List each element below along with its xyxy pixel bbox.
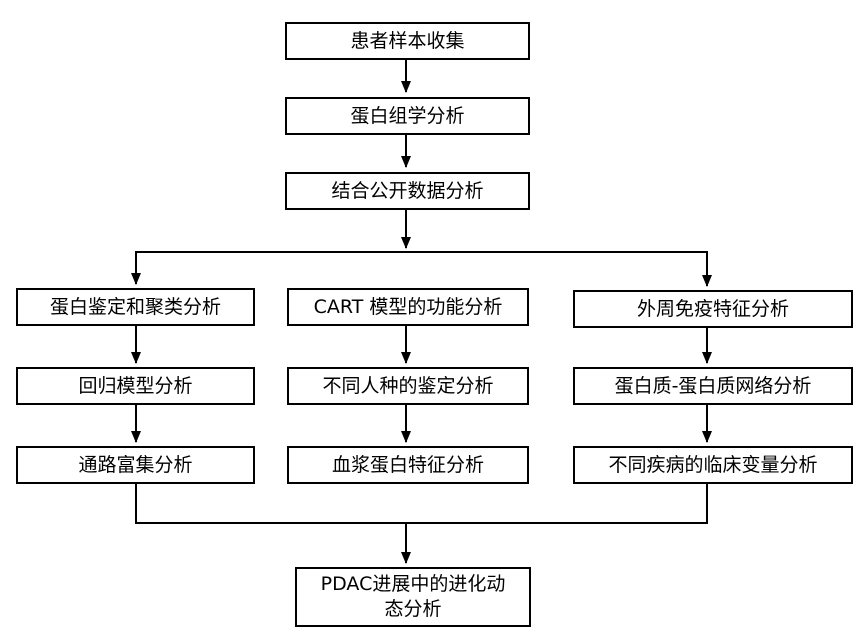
node-pathway-enrichment-analysis: 通路富集分析 — [16, 446, 255, 484]
node-protein-protein-network-analysis: 蛋白质-蛋白质网络分析 — [573, 367, 853, 405]
node-plasma-protein-signature-analysis: 血浆蛋白特征分析 — [287, 446, 529, 484]
node-ethnic-group-identification-analysis: 不同人种的鉴定分析 — [287, 367, 529, 405]
node-regression-model-analysis: 回归模型分析 — [16, 367, 255, 405]
node-public-data-analysis: 结合公开数据分析 — [285, 172, 530, 210]
node-protein-identification-clustering: 蛋白鉴定和聚类分析 — [16, 288, 255, 326]
node-patient-sample-collection: 患者样本收集 — [285, 22, 530, 60]
node-pdac-evolution-dynamics: PDAC进展中的进化动 态分析 — [295, 567, 531, 627]
node-cart-model-function-analysis: CART 模型的功能分析 — [287, 288, 529, 326]
node-peripheral-immune-signature-analysis: 外周免疫特征分析 — [573, 290, 853, 328]
node-proteomics-analysis: 蛋白组学分析 — [285, 97, 530, 135]
node-disease-clinical-variable-analysis: 不同疾病的临床变量分析 — [573, 446, 853, 484]
